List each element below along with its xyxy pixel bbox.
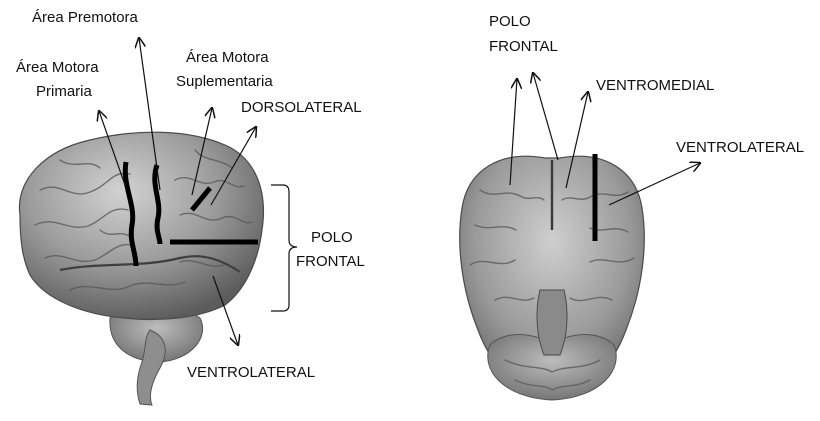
label-polo-frontal-lateral-line1: POLO <box>311 229 353 246</box>
label-dorsolateral: DORSOLATERAL <box>241 99 362 116</box>
arrow-frontal-pole-right <box>533 73 558 160</box>
ventral-brainstem <box>537 290 567 355</box>
label-ventrolateral-ventral: VENTROLATERAL <box>676 139 804 156</box>
label-area-premotora: Área Premotora <box>32 9 139 26</box>
label-area-motora-suplementaria-line2: Suplementaria <box>176 73 273 90</box>
label-ventrolateral-lateral: VENTROLATERAL <box>187 364 315 381</box>
label-ventromedial: VENTROMEDIAL <box>596 77 714 94</box>
label-polo-frontal-ventral-line1: POLO <box>489 13 531 30</box>
frontal-pole-bracket <box>271 185 297 311</box>
lateral-cerebrum <box>19 132 263 319</box>
label-polo-frontal-lateral-line2: FRONTAL <box>296 253 365 270</box>
label-area-motora-suplementaria-line1: Área Motora <box>186 49 269 66</box>
label-polo-frontal-ventral-line2: FRONTAL <box>489 38 558 55</box>
label-area-motora-primaria-line1: Área Motora <box>16 59 99 76</box>
label-area-motora-primaria-line2: Primaria <box>36 83 92 100</box>
ventral-brain-illustration <box>460 156 645 400</box>
